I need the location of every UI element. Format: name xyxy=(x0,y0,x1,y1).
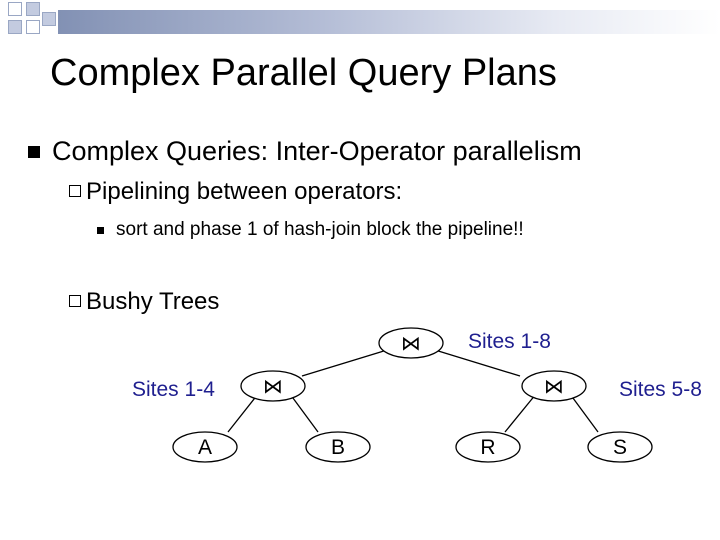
small-square-bullet-icon xyxy=(97,227,104,234)
edge-root-right xyxy=(434,349,521,377)
slide-title: Complex Parallel Query Plans xyxy=(50,52,557,94)
bullet-pipelining-text: Pipelining between operators: xyxy=(86,178,403,205)
leaf-label-b: B xyxy=(331,436,345,459)
join-node-left xyxy=(240,370,306,402)
label-root-sites: Sites 1-8 xyxy=(468,330,551,353)
join-node-right xyxy=(521,370,587,402)
join-symbol-right: ⋈ xyxy=(544,374,564,398)
bullet-bushy-text: Bushy Trees xyxy=(86,288,220,315)
square-bullet-icon xyxy=(28,146,40,158)
join-node-root xyxy=(378,327,444,359)
edge-left-a xyxy=(227,393,259,433)
title-bar-decoration xyxy=(58,10,720,34)
leaf-node-a xyxy=(172,431,238,463)
corner-decoration xyxy=(0,0,60,50)
leaf-node-b xyxy=(305,431,371,463)
bullet-pipelining-sub-text: sort and phase 1 of hash-join block the … xyxy=(116,219,524,240)
join-symbol-root: ⋈ xyxy=(401,331,421,355)
join-symbol-left: ⋈ xyxy=(263,374,283,398)
hollow-box-bullet-icon xyxy=(69,295,81,307)
label-right-sites: Sites 5-8 xyxy=(619,378,702,401)
leaf-node-s xyxy=(587,431,653,463)
leaf-label-r: R xyxy=(480,436,495,459)
bullet-main-text: Complex Queries: Inter-Operator parallel… xyxy=(52,136,582,166)
leaf-label-s: S xyxy=(613,436,627,459)
leaf-node-r xyxy=(455,431,521,463)
edge-right-s xyxy=(569,393,599,433)
edge-left-b xyxy=(289,393,319,433)
leaf-label-a: A xyxy=(198,436,212,459)
label-left-sites: Sites 1-4 xyxy=(132,378,215,401)
hollow-box-bullet-icon xyxy=(69,185,81,197)
edge-right-r xyxy=(504,393,537,433)
edge-root-left xyxy=(301,349,388,377)
